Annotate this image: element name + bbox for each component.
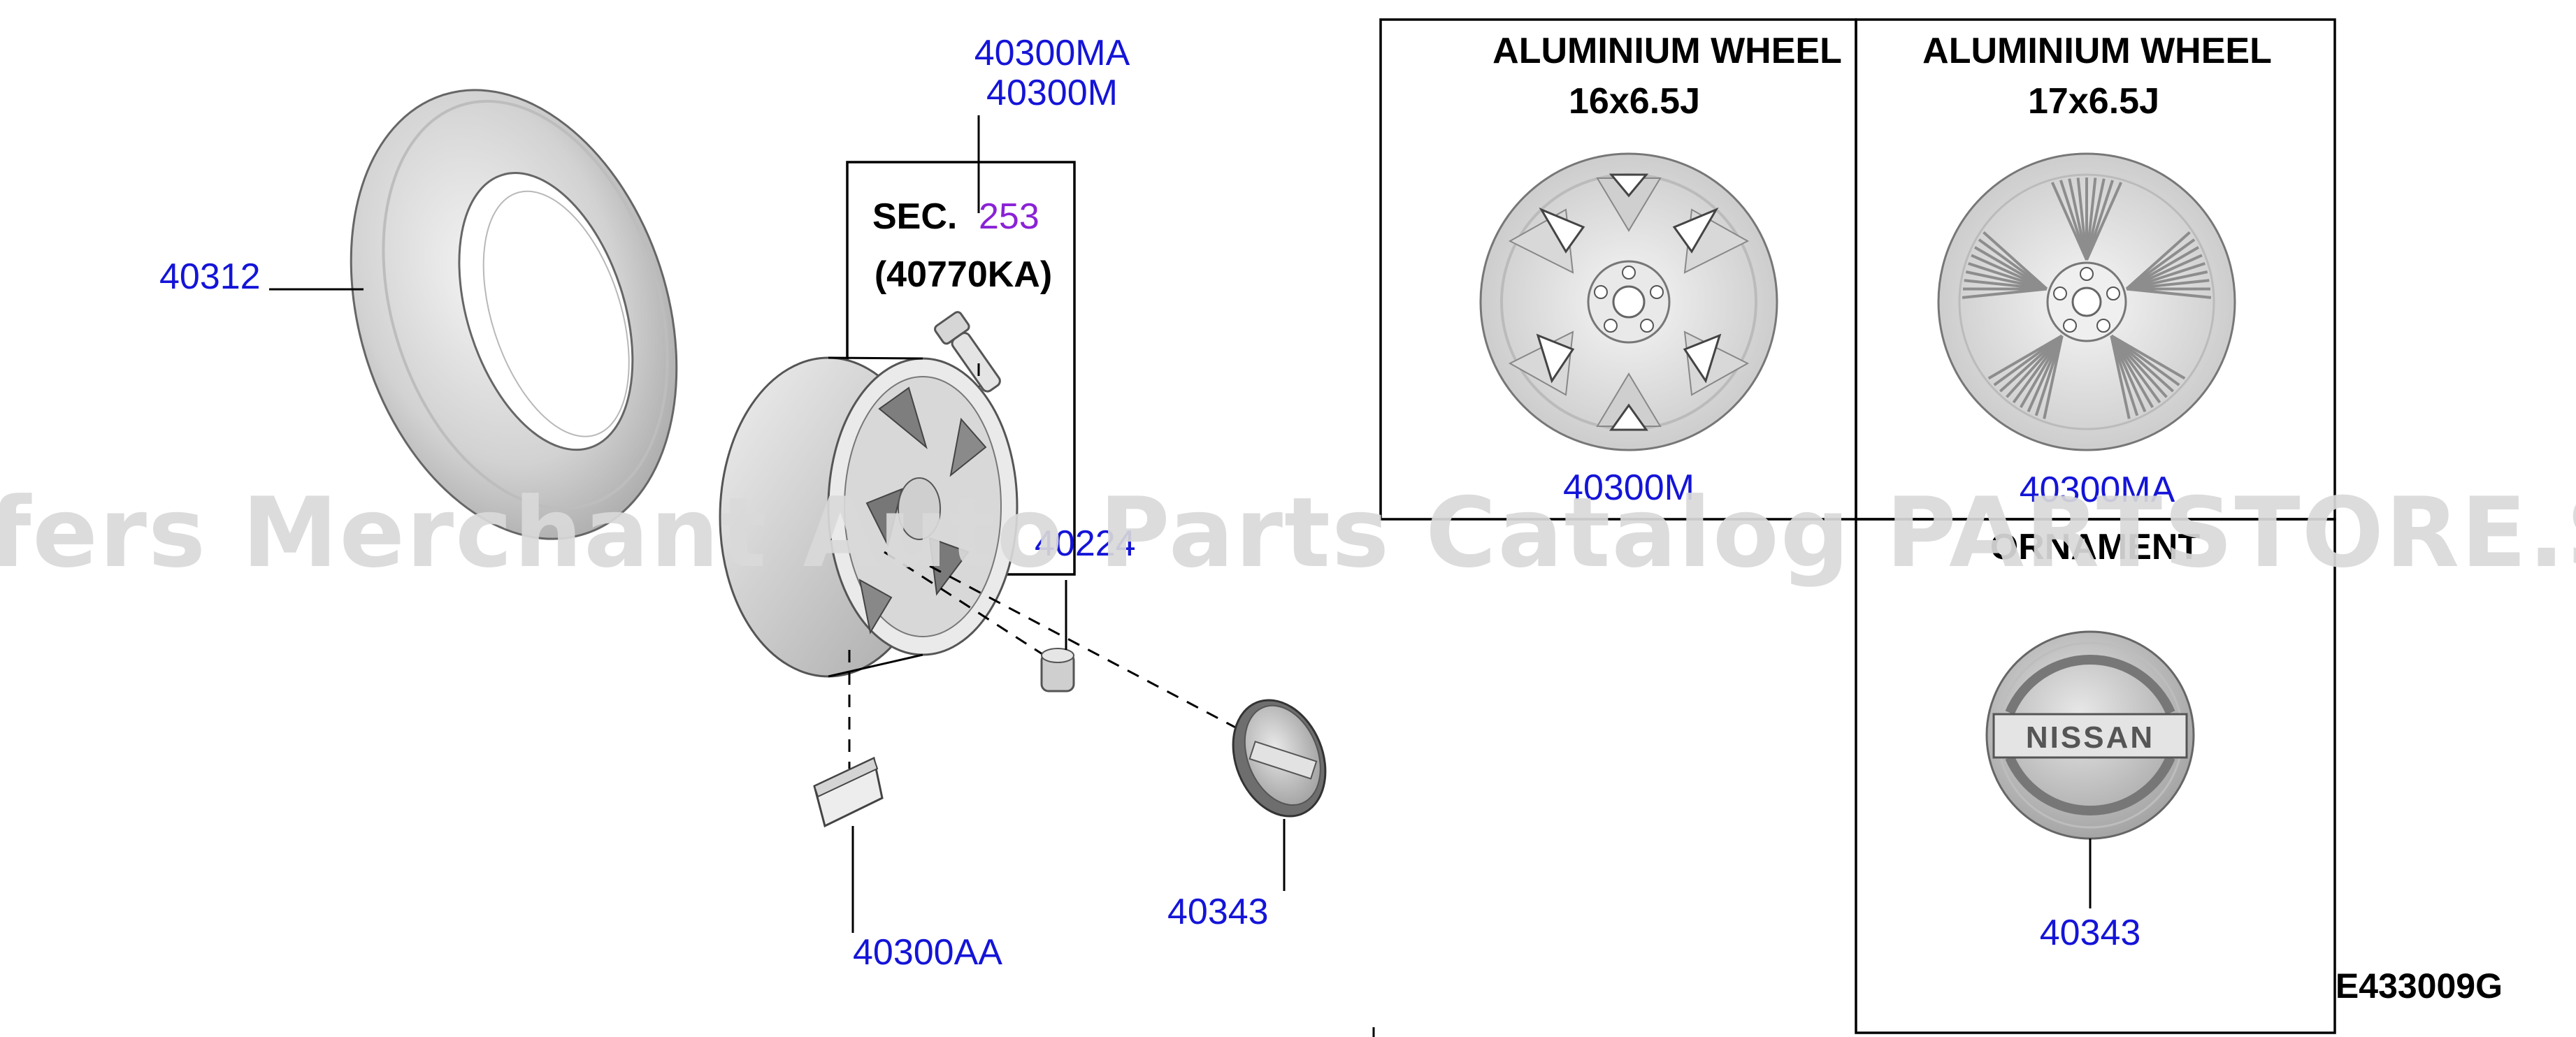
valve-stem-illustration <box>934 311 1001 393</box>
wheel-m-callout[interactable]: 40300M <box>986 73 1118 113</box>
wheel17-spoke-line <box>2085 182 2123 261</box>
wheel17-spoke-line <box>2110 335 2147 413</box>
wheel17-illustration <box>1937 152 2236 451</box>
wheel17-spoke-line <box>2085 180 2115 261</box>
ornament-panel-part-number[interactable]: 40343 <box>2040 913 2141 953</box>
wheel17-spoke-line <box>1993 334 2063 386</box>
wheel17-spoke-line <box>1987 334 2063 380</box>
weight-part-number[interactable]: 40300AA <box>853 932 1002 973</box>
wheel17-spoke-line <box>1971 254 2048 291</box>
wheel17-spoke-line <box>2126 262 2206 291</box>
wheel16-part-number[interactable]: 40300M <box>1563 467 1694 508</box>
wheel17-spoke-line <box>2050 182 2088 261</box>
wheel17-spoke-line <box>1983 231 2048 290</box>
wheel17-spoke-line <box>2110 335 2154 408</box>
ornament-logo-text: NISSAN <box>2026 720 2154 755</box>
wheel17-spoke-line <box>1962 287 2048 299</box>
wheel17-spoke-line <box>2068 178 2088 261</box>
ornament-dash-line <box>929 565 1242 732</box>
nut-dash-line <box>884 551 1053 662</box>
wheel17-spoke-line <box>2076 177 2088 261</box>
wheel17-title: ALUMINIUM WHEEL <box>1922 31 2272 71</box>
ornament-cap-illustration <box>1232 699 1327 818</box>
nut-part-number[interactable]: 40224 <box>1035 523 1136 564</box>
wheel17-part-number[interactable]: 40300MA <box>2020 470 2175 510</box>
ornament-panel <box>1855 518 2336 1034</box>
ornament-part-number[interactable]: 40343 <box>1167 892 1269 932</box>
ornament-detail-illustration: NISSAN <box>1985 630 2195 840</box>
wheel17-spoke-line <box>2043 335 2064 419</box>
wheel17-spoke-line <box>1964 279 2048 291</box>
wheel17-spoke-line <box>2006 335 2064 398</box>
wheel17-spoke-line <box>2027 335 2064 413</box>
sec-reference: (40770KA) <box>875 254 1052 295</box>
wheel17-spoke-line <box>2126 287 2212 299</box>
tire-part-number[interactable]: 40312 <box>159 256 261 297</box>
sec-number-link[interactable]: 253 <box>979 196 1039 237</box>
wheel-ma-callout[interactable]: 40300MA <box>974 33 1130 73</box>
watermark: Offers Merchant Auto Parts Catalog PARTS… <box>0 477 2576 589</box>
tire-illustration <box>350 89 678 540</box>
wheel17-spoke-line <box>1978 238 2048 291</box>
wheel17-spoke-line <box>2085 178 2106 261</box>
wheel17-size: 17x6.5J <box>2028 81 2159 122</box>
wheel17-spoke-line <box>2019 335 2064 408</box>
ornament-panel-title: ORNAMENT <box>1990 527 2201 567</box>
wheel17-spoke-line <box>2110 334 2186 380</box>
wheel17-spoke-line <box>2126 270 2208 291</box>
balance-weight-illustration <box>813 756 884 828</box>
wheel17-spoke-line <box>2110 335 2161 404</box>
wheel16-size: 16x6.5J <box>1569 81 1700 122</box>
wheel17-spoke-line <box>2085 177 2097 261</box>
sec-prefix: SEC. <box>872 196 957 237</box>
wheel17-spoke-line <box>1965 270 2048 291</box>
wheel-illustration <box>719 356 1019 678</box>
wheel-nut-illustration <box>1040 648 1075 692</box>
wheel17-spoke-line <box>2012 335 2064 404</box>
wheel17-spoke-line <box>1973 246 2048 291</box>
wheel17-spoke-line <box>2110 335 2168 398</box>
wheel16-illustration <box>1479 152 1778 451</box>
wheel17-spoke-line <box>2034 335 2064 416</box>
diagram-code: E433009G <box>2336 966 2503 1006</box>
wheel16-title: ALUMINIUM WHEEL <box>1492 31 1842 71</box>
wheel17-spoke-line <box>2110 334 2180 386</box>
wheel17-spoke-line <box>2126 279 2210 291</box>
wheel17-spoke-line <box>2110 335 2131 419</box>
wheel17-spoke-line <box>2126 246 2200 291</box>
wheel17-spoke-line <box>1968 262 2048 291</box>
wheel17-spoke-line <box>2125 238 2196 291</box>
wheel17-spoke-line <box>2126 254 2203 291</box>
wheel17-spoke-line <box>2110 335 2175 393</box>
wheel17-spoke-line <box>2110 335 2139 416</box>
wheel17-spoke-line <box>1999 335 2064 393</box>
wheel17-spoke-line <box>2125 231 2191 290</box>
wheel17-spoke-line <box>2059 180 2088 261</box>
